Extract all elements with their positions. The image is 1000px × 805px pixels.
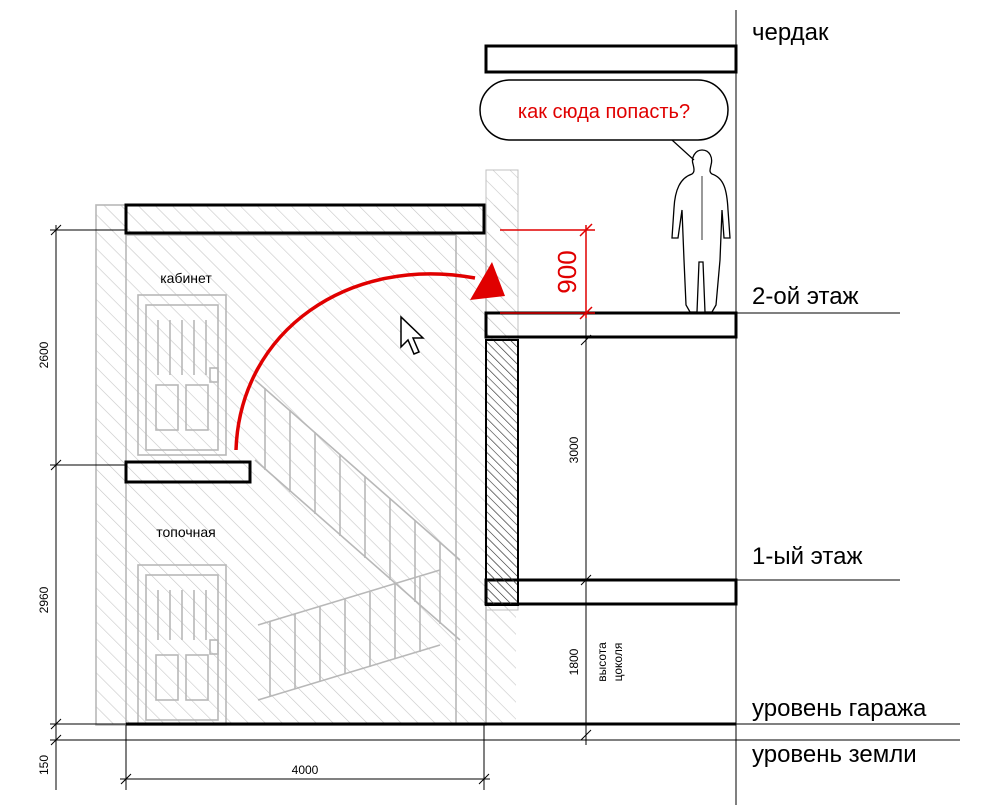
level-label-ground: уровень земли: [752, 741, 917, 768]
mouse-cursor-icon: [400, 315, 425, 355]
access-arrow: [234, 262, 505, 451]
plinth-label-1: высота: [595, 642, 609, 682]
floor2-slab: [484, 311, 738, 339]
right-dimensions: [580, 310, 592, 745]
dim-left-upper: 2600: [37, 341, 51, 368]
upper-stair: [254, 379, 461, 641]
attic-slab: [484, 44, 738, 74]
room-label-boiler: топочная: [156, 524, 216, 540]
width-dimension: [120, 725, 490, 790]
arrow-head-icon: [470, 262, 505, 300]
dim-width: 4000: [292, 763, 319, 777]
dim-plinth: 1800: [567, 648, 581, 675]
room-label-office: кабинет: [160, 270, 212, 286]
lower-stair: [257, 569, 441, 701]
plinth-label-2: цоколя: [611, 643, 625, 682]
left-roof-slab: [124, 203, 486, 235]
dim-left-lower: 2960: [37, 586, 51, 613]
callout-question: как сюда попасть?: [518, 101, 690, 123]
dark-wall: [485, 339, 519, 606]
left-dimensions: [50, 224, 62, 790]
left-mid-slab: [124, 460, 252, 484]
speech-callout: [479, 79, 729, 161]
level-label-attic: чердак: [752, 19, 829, 46]
level-label-floor1: 1-ый этаж: [752, 543, 863, 570]
headroom-dimension: [500, 223, 595, 320]
ghost-hatch-area: [96, 205, 516, 725]
dim-left-bottom: 150: [37, 755, 51, 775]
level-label-garage: уровень гаража: [752, 695, 927, 722]
slabs: [124, 10, 738, 805]
ghost-building: [95, 169, 519, 726]
floor1-slab: [484, 578, 738, 606]
person-figure-icon: [671, 149, 731, 313]
dim-floor-height: 3000: [567, 436, 581, 463]
dim-headroom: 900: [552, 250, 582, 293]
level-lines: [50, 229, 960, 741]
office-door: [137, 294, 227, 456]
level-label-floor2: 2-ой этаж: [752, 283, 859, 310]
